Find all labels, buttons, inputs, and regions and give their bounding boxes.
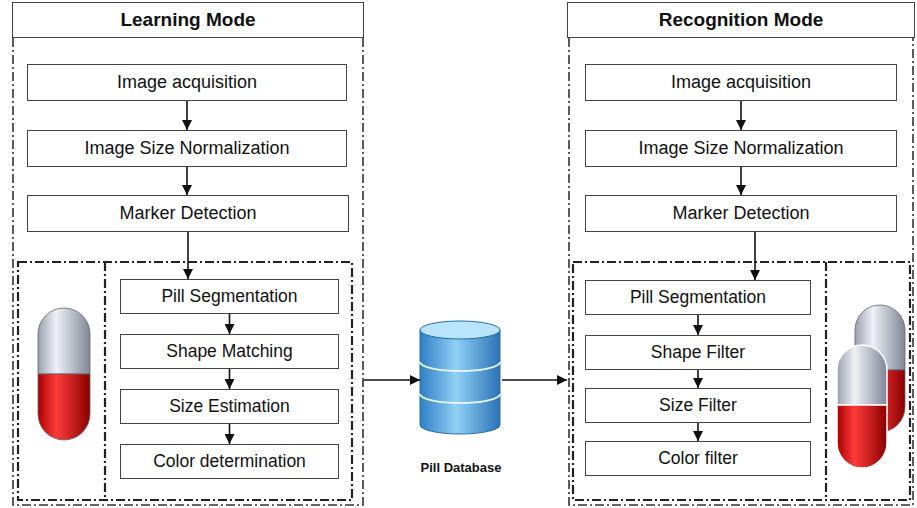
flow-arrow xyxy=(229,314,231,334)
mode-panel: Learning ModeImage acquisitionImage Size… xyxy=(12,2,364,506)
step-label: Image acquisition xyxy=(117,72,257,93)
process-box: Size Filter xyxy=(585,388,811,423)
learning-separator xyxy=(104,262,106,500)
step-label: Marker Detection xyxy=(672,203,809,224)
step-label: Image Size Normalization xyxy=(84,138,289,159)
process-box: Pill Segmentation xyxy=(120,279,339,314)
learning-inner-group xyxy=(18,262,352,500)
process-box: Image acquisition xyxy=(585,64,897,101)
flow-arrow xyxy=(697,370,699,388)
capsules-icon xyxy=(837,305,905,468)
database-label: Pill Database xyxy=(408,461,514,476)
process-box: Shape Filter xyxy=(585,335,811,370)
flow-arrow xyxy=(186,167,188,195)
flow-arrow xyxy=(229,424,231,444)
recognition-separator xyxy=(825,262,827,500)
process-box: Color filter xyxy=(585,441,811,476)
flow-arrow xyxy=(502,379,567,381)
step-label: Image acquisition xyxy=(671,72,811,93)
step-label: Color determination xyxy=(153,451,306,471)
step-label: Shape Filter xyxy=(651,342,745,362)
database-cylinder xyxy=(420,321,500,434)
recognition-panel-outline xyxy=(569,38,913,505)
step-label: Pill Segmentation xyxy=(630,287,766,307)
process-box: Image acquisition xyxy=(27,64,347,101)
flow-arrow xyxy=(187,232,189,279)
process-box: Marker Detection xyxy=(27,195,349,232)
learning-panel-outline xyxy=(13,38,363,505)
step-label: Image Size Normalization xyxy=(638,138,843,159)
process-box: Size Estimation xyxy=(120,389,339,424)
panel-outlines xyxy=(13,38,913,505)
mode-panel: Recognition ModeImage acquisitionImage S… xyxy=(567,2,915,506)
flow-arrow xyxy=(740,101,742,130)
database-node: Pill Database xyxy=(408,318,514,480)
flow-arrow xyxy=(740,167,742,195)
process-box: Image Size Normalization xyxy=(585,130,897,167)
flow-arrow xyxy=(697,423,699,441)
process-box: Shape Matching xyxy=(120,334,339,369)
mode-heading: Learning Mode xyxy=(12,2,364,38)
mode-heading: Recognition Mode xyxy=(567,2,915,38)
process-box: Marker Detection xyxy=(585,195,897,232)
flow-arrow xyxy=(229,369,231,389)
flow-arrow xyxy=(754,232,756,280)
step-label: Color filter xyxy=(658,448,738,468)
process-box: Image Size Normalization xyxy=(27,130,347,167)
flow-arrow xyxy=(364,379,420,381)
step-label: Marker Detection xyxy=(119,203,256,224)
step-label: Pill Segmentation xyxy=(161,286,297,306)
recognition-inner-group xyxy=(573,262,910,500)
step-label: Size Filter xyxy=(659,395,737,415)
capsule-icon xyxy=(38,308,90,440)
step-label: Shape Matching xyxy=(166,341,292,361)
process-box: Color determination xyxy=(120,444,339,479)
step-label: Size Estimation xyxy=(169,396,290,416)
flow-arrow xyxy=(697,315,699,335)
flow-arrow xyxy=(186,101,188,130)
process-box: Pill Segmentation xyxy=(585,280,811,315)
inner-groups xyxy=(18,262,910,500)
